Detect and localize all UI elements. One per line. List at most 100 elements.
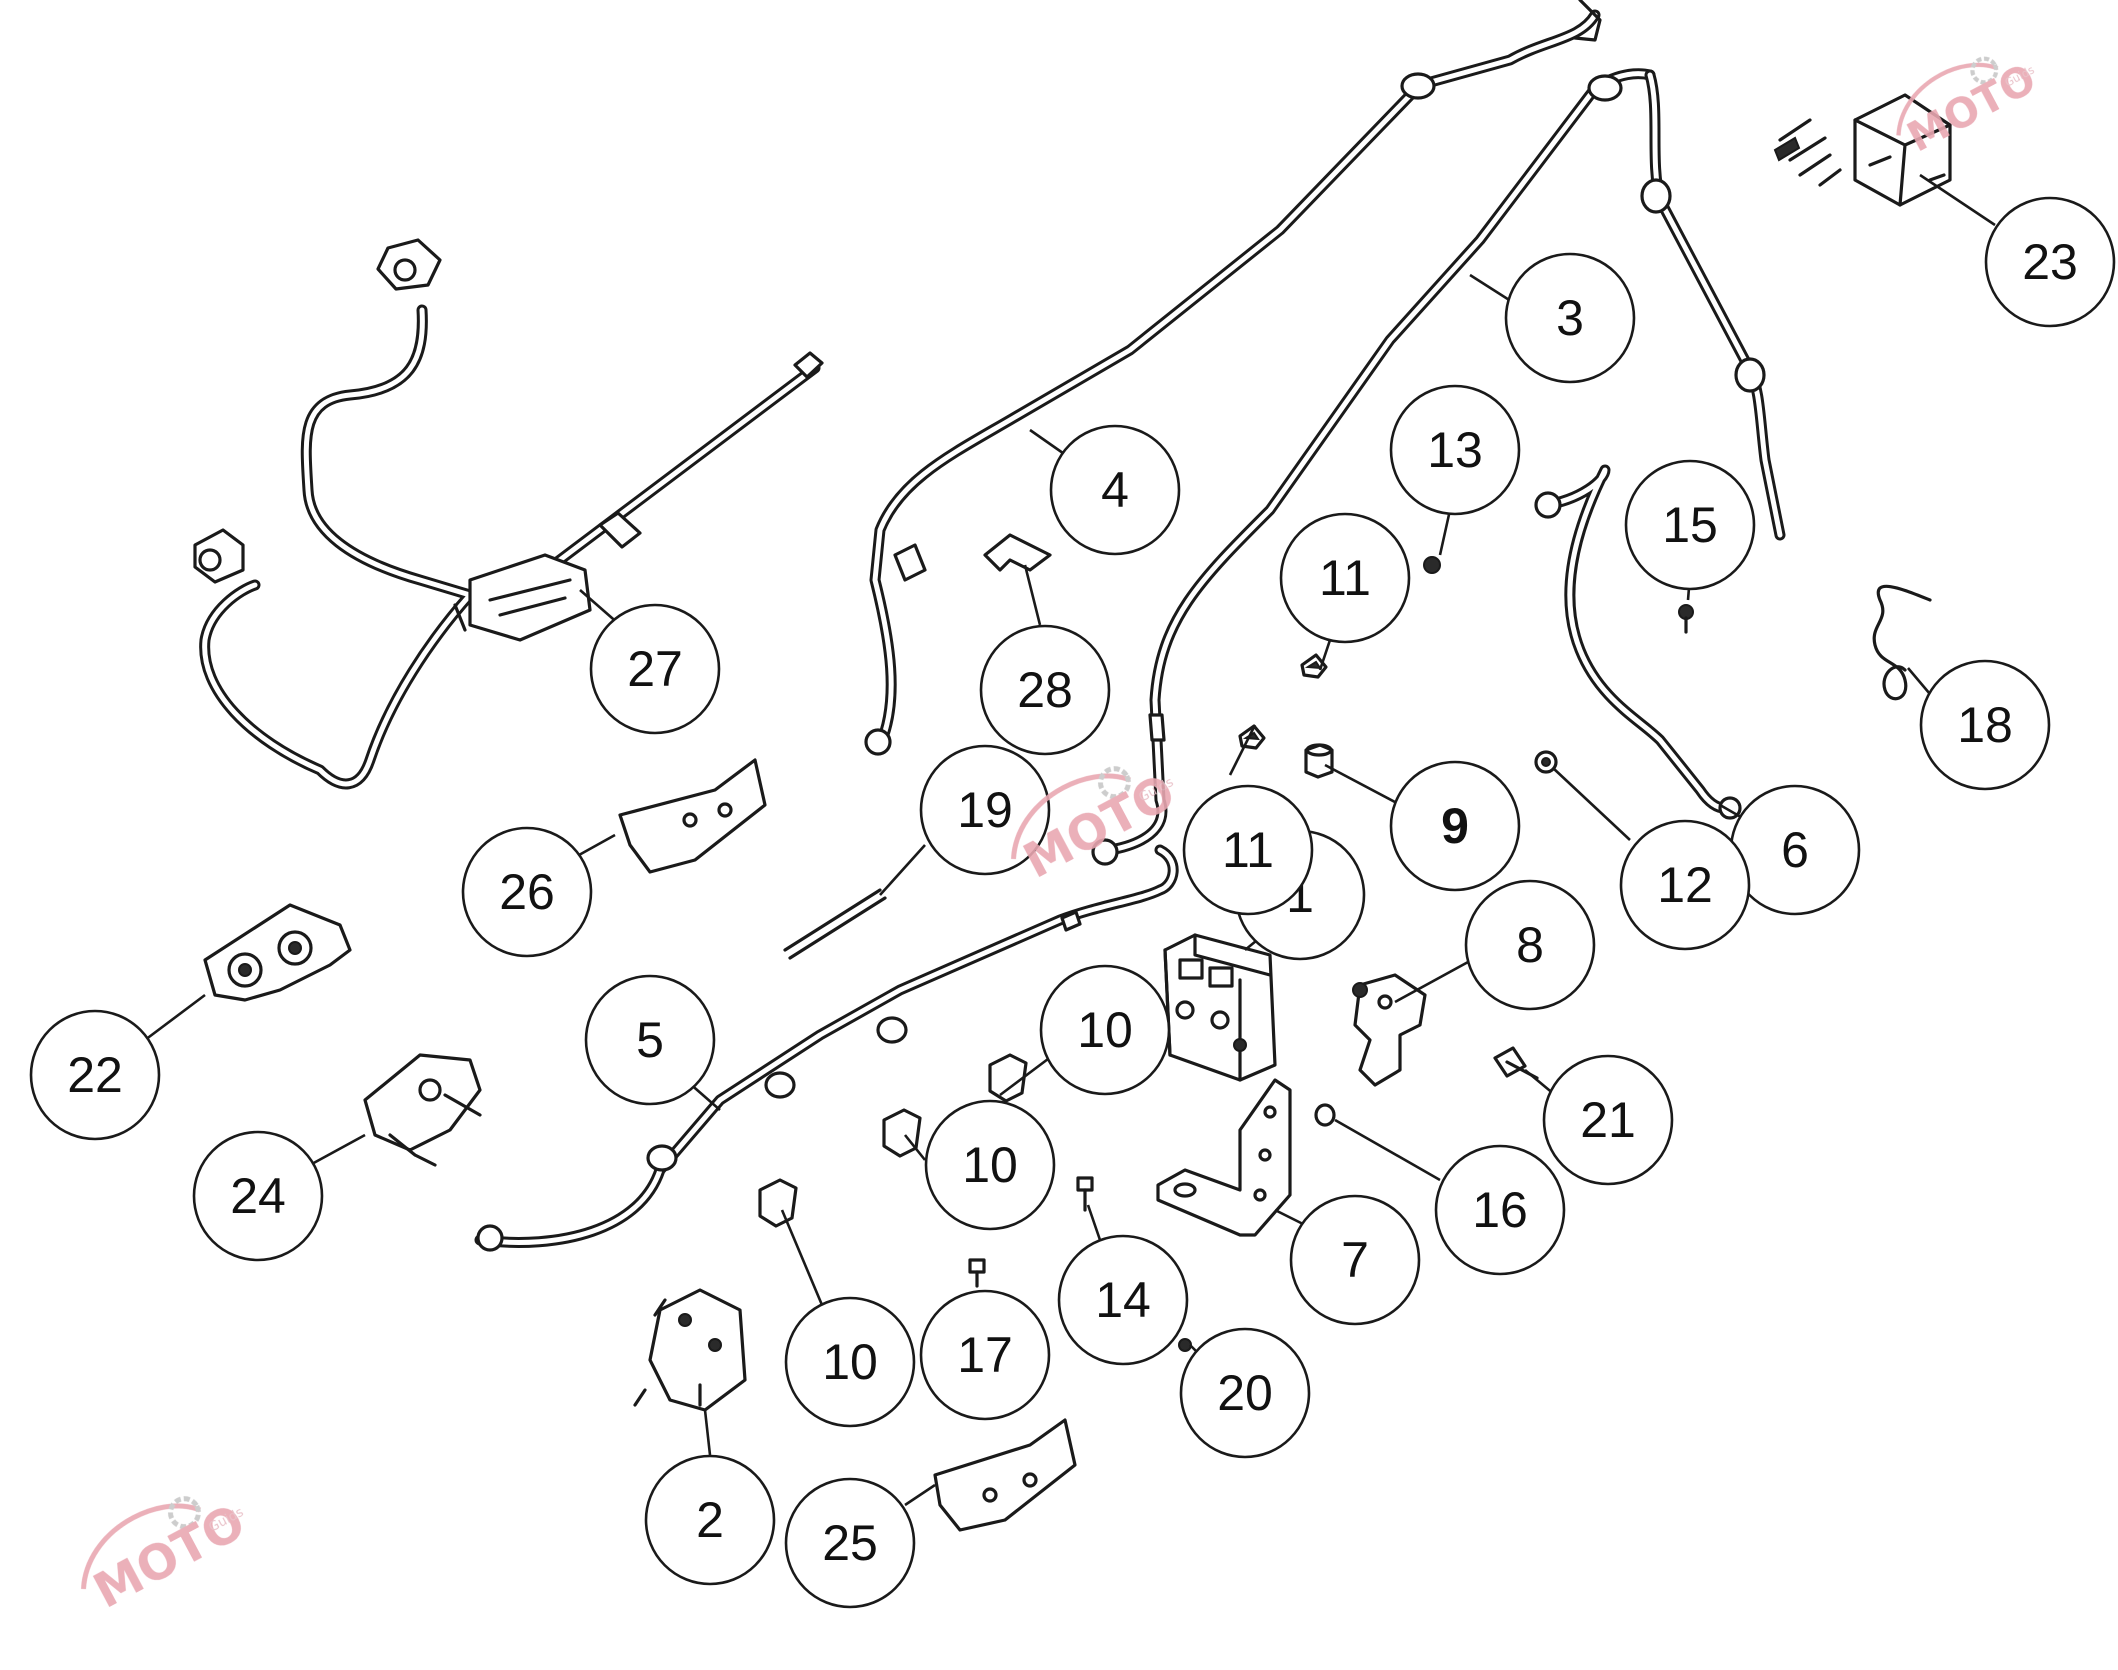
- brake-line-6: [1534, 464, 1742, 820]
- callout-11: 11: [1182, 784, 1314, 916]
- callout-label: 11: [1222, 822, 1274, 878]
- callout-7: 7: [1289, 1194, 1421, 1326]
- callout-circle: [1624, 459, 1756, 591]
- callout-20: 20: [1179, 1327, 1311, 1459]
- caliper-22: [203, 903, 352, 1002]
- callout-circle: [919, 1289, 1051, 1421]
- brake-pad-26: [618, 758, 767, 874]
- callout-27: 27: [589, 603, 721, 735]
- spring-clip-18: [1872, 584, 1932, 701]
- nut-12: [1534, 750, 1558, 774]
- callout-circle: [192, 1130, 324, 1262]
- watermark-swoosh: [1896, 62, 1999, 136]
- callout-circle: [1464, 879, 1596, 1011]
- hose-assembly-27: [193, 238, 824, 790]
- clip-28: [983, 533, 1052, 572]
- callout-label: 20: [1217, 1365, 1273, 1421]
- callout-circle: [1389, 384, 1521, 516]
- callout-label: 13: [1427, 422, 1483, 478]
- callout-5: 5: [584, 974, 716, 1106]
- callout-9: 9: [1389, 760, 1521, 892]
- callout-2: 2: [644, 1454, 776, 1586]
- callout-circle: [589, 603, 721, 735]
- callout-label: 8: [1516, 917, 1544, 973]
- callout-label: 3: [1556, 290, 1584, 346]
- callout-label: 10: [962, 1137, 1018, 1193]
- callout-label: 25: [822, 1515, 878, 1571]
- callout-circle: [584, 974, 716, 1106]
- callout-label: 19: [957, 782, 1013, 838]
- callout-label: 22: [67, 1047, 123, 1103]
- callout-8: 8: [1464, 879, 1596, 1011]
- callout-circle: [1434, 1144, 1566, 1276]
- callout-circle: [979, 624, 1111, 756]
- callout-10: 10: [784, 1296, 916, 1428]
- clip-11b: [1300, 653, 1328, 679]
- callout-circle: [644, 1454, 776, 1586]
- callout-label: 2: [696, 1492, 724, 1548]
- callout-label: 23: [2022, 234, 2078, 290]
- callout-3: 3: [1504, 252, 1636, 384]
- callout-circle: [1179, 1327, 1311, 1459]
- clip-10c: [758, 1178, 798, 1228]
- bolt-14: [1076, 1176, 1094, 1212]
- callout-label: 9: [1441, 798, 1469, 854]
- callout-label: 26: [499, 864, 555, 920]
- callout-16: 16: [1434, 1144, 1566, 1276]
- callout-circle: [1504, 252, 1636, 384]
- callout-label: 16: [1472, 1182, 1528, 1238]
- callout-circle: [1289, 1194, 1421, 1326]
- callout-label: 14: [1095, 1272, 1151, 1328]
- callout-circle: [1619, 819, 1751, 951]
- callout-label: 6: [1781, 822, 1809, 878]
- brake-pad-25: [933, 1418, 1077, 1532]
- washer-16: [1314, 1103, 1336, 1127]
- caliper-mount-2: [633, 1288, 747, 1412]
- callout-6: 6: [1729, 784, 1861, 916]
- callout-circle: [784, 1296, 916, 1428]
- callout-28: 28: [979, 624, 1111, 756]
- callout-17: 17: [919, 1289, 1051, 1421]
- callout-label: 7: [1341, 1232, 1369, 1288]
- callout-26: 26: [461, 826, 593, 958]
- callout-circle: [1389, 760, 1521, 892]
- callout-14: 14: [1057, 1234, 1189, 1366]
- callout-12: 12: [1619, 819, 1751, 951]
- screw-15: [1678, 604, 1694, 634]
- caliper-bracket-24: [363, 1053, 482, 1167]
- callout-circle: [1919, 659, 2051, 791]
- brake-line-5: [474, 844, 1179, 1252]
- callout-circle: [461, 826, 593, 958]
- callout-circle: [1279, 512, 1411, 644]
- callout-24: 24: [192, 1130, 324, 1262]
- callout-circle: [29, 1009, 161, 1141]
- bracket-7: [1156, 1078, 1292, 1237]
- callout-11: 11: [1279, 512, 1411, 644]
- callout-10: 10: [1039, 964, 1171, 1096]
- callout-circle: [1542, 1054, 1674, 1186]
- callout-label: 10: [822, 1334, 878, 1390]
- callout-label: 28: [1017, 662, 1073, 718]
- brake-line-4: [864, 0, 1602, 756]
- callout-25: 25: [784, 1477, 916, 1609]
- callout-15: 15: [1624, 459, 1756, 591]
- brake-line-3: [1091, 68, 1786, 866]
- callout-10: 10: [924, 1099, 1056, 1231]
- callout-circle: [1182, 784, 1314, 916]
- gear-icon: [167, 1496, 201, 1530]
- callout-4: 4: [1049, 424, 1181, 556]
- callout-18: 18: [1919, 659, 2051, 791]
- callout-label: 11: [1319, 550, 1371, 606]
- callout-label: 17: [957, 1327, 1013, 1383]
- callout-label: 4: [1101, 462, 1129, 518]
- callout-label: 18: [1957, 697, 2013, 753]
- screw-13: [1423, 556, 1441, 574]
- clip-10b: [882, 1108, 922, 1158]
- callout-22: 22: [29, 1009, 161, 1141]
- clip-10a: [988, 1053, 1028, 1103]
- pin-19: [783, 888, 887, 960]
- watermark-swoosh: [81, 1503, 201, 1590]
- washer-20: [1178, 1338, 1192, 1352]
